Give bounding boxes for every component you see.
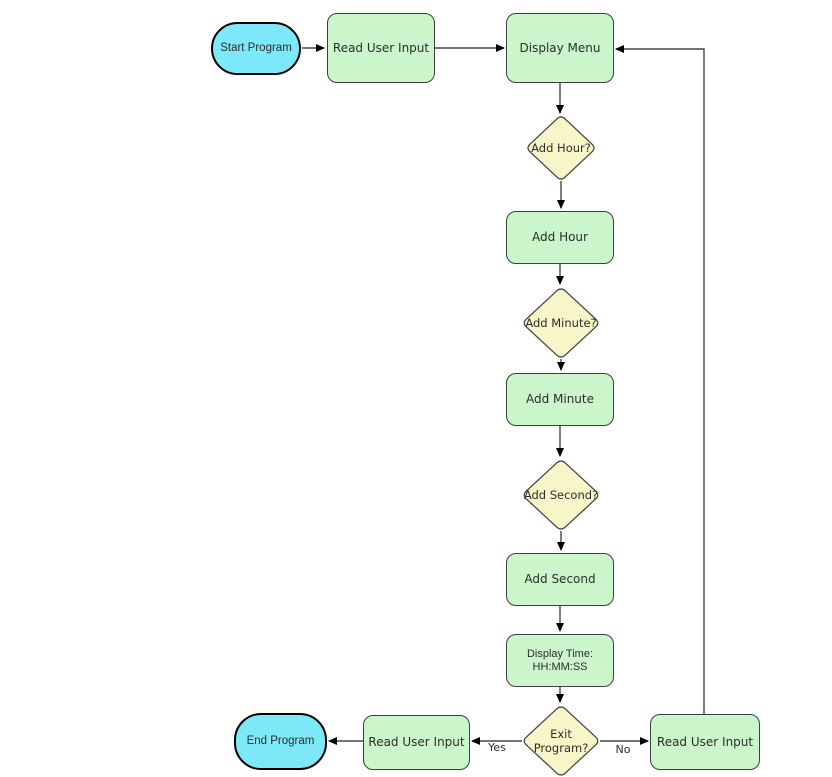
node-end-terminal: End Program <box>234 713 327 770</box>
node-label: Add Minute <box>525 392 595 406</box>
node-display-time: Display Time: HH:MM:SS <box>506 634 614 687</box>
diamond-shape <box>522 459 600 531</box>
node-add-second-decision: Add Second? <box>522 459 600 531</box>
node-add-minute: Add Minute <box>506 373 614 426</box>
node-label: Display Time: HH:MM:SS <box>526 647 594 673</box>
edge-label-no: No <box>615 743 631 756</box>
node-label: Read User Input <box>332 40 430 55</box>
node-add-minute-decision: Add Minute? <box>522 287 600 359</box>
node-label: Add Hour? <box>531 141 591 155</box>
diamond-shape <box>522 287 600 359</box>
diamond-shape <box>522 705 600 777</box>
edge-label-yes: Yes <box>488 741 506 754</box>
edge-readright-to-menu-loop <box>615 45 705 714</box>
node-label: Read User Input <box>656 734 754 749</box>
node-label: Display Menu <box>519 40 601 55</box>
node-add-second: Add Second <box>506 553 614 606</box>
node-label: Add Minute? <box>525 316 597 330</box>
node-add-hour-decision: Add Hour? <box>526 115 596 181</box>
node-exit-program-decision: Exit Program? <box>522 705 600 777</box>
node-label: Add Hour <box>532 230 588 244</box>
node-label: Add Second? <box>523 488 599 502</box>
node-start-terminal: Start Program <box>211 22 301 75</box>
node-read-user-input-left: Read User Input <box>363 715 470 770</box>
node-label: Add Second <box>524 572 596 586</box>
node-display-menu: Display Menu <box>506 13 614 83</box>
node-label: Start Program <box>220 42 292 54</box>
diamond-shape <box>526 115 596 181</box>
node-label: Read User Input <box>368 735 465 749</box>
node-label: End Program <box>246 735 315 747</box>
node-read-user-input-right: Read User Input <box>650 714 760 770</box>
node-label: Exit Program? <box>533 727 589 755</box>
node-add-hour: Add Hour <box>506 211 614 264</box>
node-read-user-input-top: Read User Input <box>327 13 435 83</box>
